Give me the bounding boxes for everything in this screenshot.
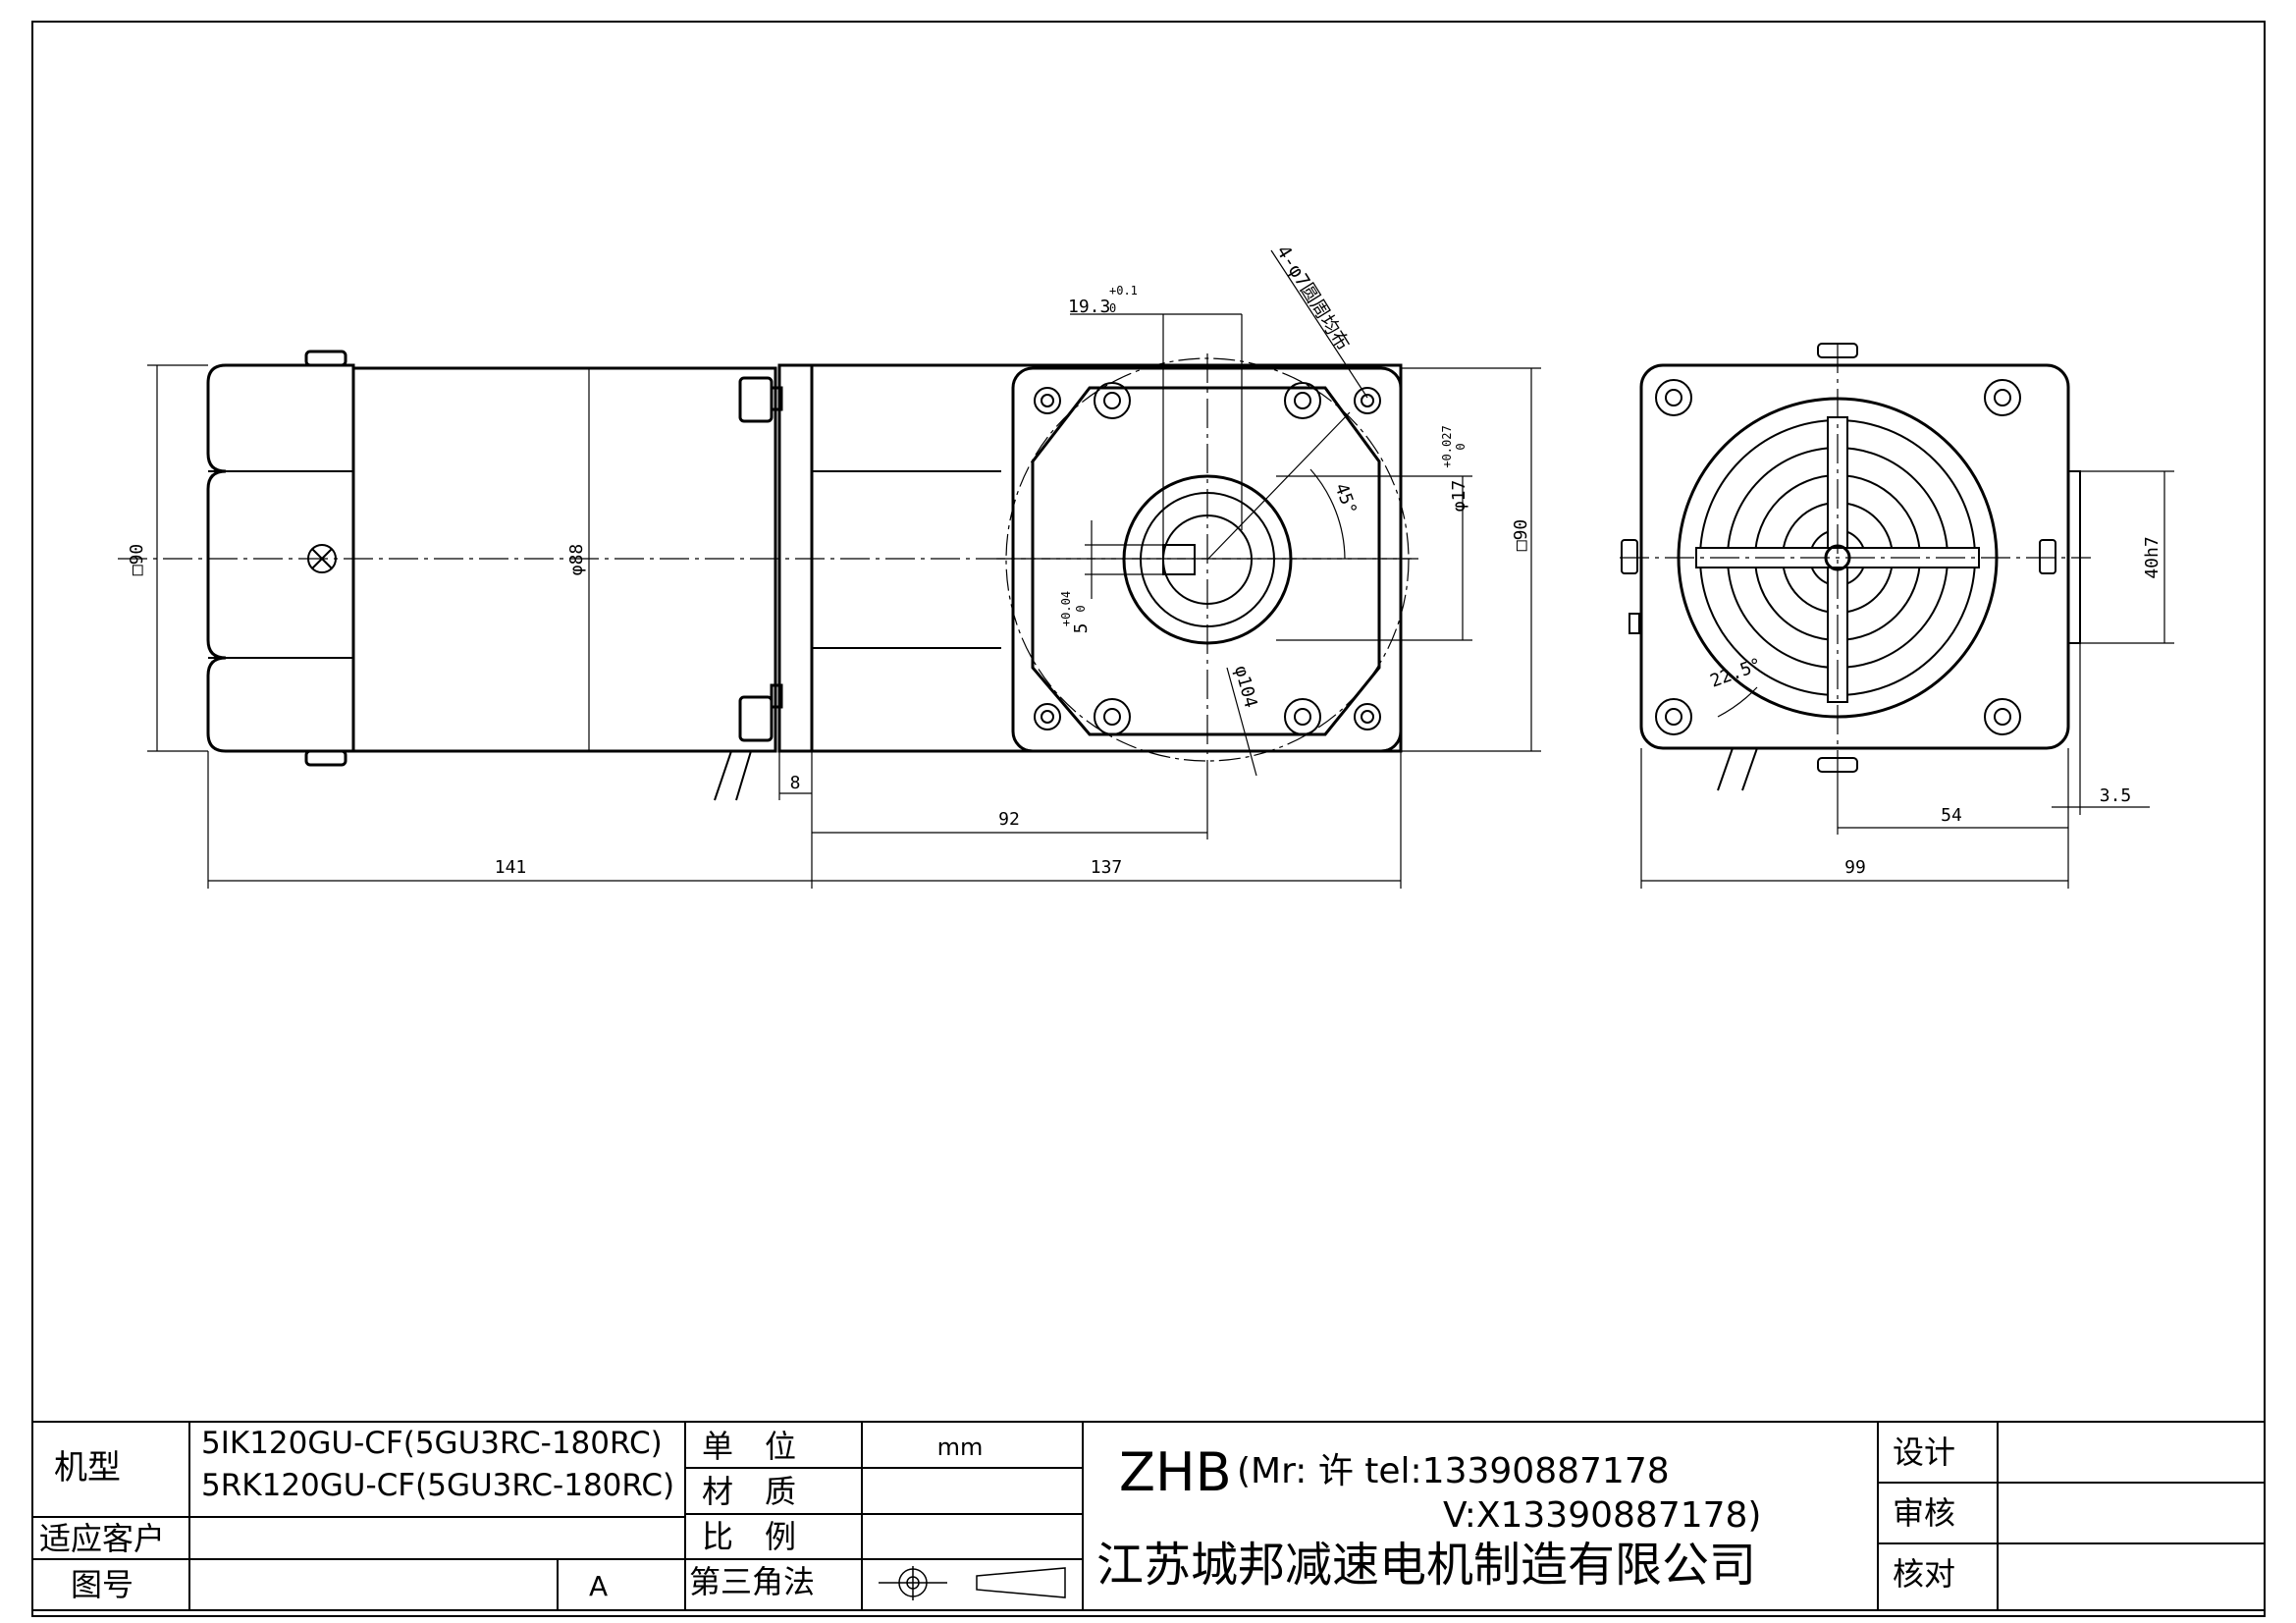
dim-key-tol: +0.04	[1059, 591, 1073, 626]
drawing-no-label: 图号	[71, 1566, 133, 1603]
dimension-lines	[147, 249, 2174, 889]
dim-keyway-tol: +0.1	[1109, 284, 1138, 298]
model-1: 5IK120GU-CF(5GU3RC-180RC)	[201, 1426, 663, 1461]
dim-key-tol2: 0	[1074, 605, 1088, 612]
unit-label: 单 位	[702, 1428, 796, 1465]
design-label: 设计	[1893, 1434, 1955, 1471]
unit-value: mm	[937, 1434, 984, 1461]
check-label: 核对	[1893, 1555, 1955, 1593]
dim-gear-length: 137	[1091, 857, 1123, 878]
revision: A	[589, 1570, 608, 1602]
dim-motor-length: 141	[495, 857, 527, 878]
dim-pcd: φ104	[1230, 664, 1261, 710]
contact-line-2: V:X13390887178)	[1443, 1495, 1761, 1536]
scale-label: 比 例	[702, 1518, 796, 1555]
dim-rear-spigot-len: 3.5	[2100, 785, 2132, 806]
dim-key: 5	[1071, 623, 1092, 634]
dim-shaft-tol: +0.027	[1440, 425, 1454, 467]
dim-rear-spigot: 40h7	[2142, 536, 2163, 578]
projection-label: 第三角法	[689, 1563, 815, 1600]
company-name: 江苏城邦减速电机制造有限公司	[1096, 1538, 1756, 1593]
rear-view	[1620, 343, 2091, 791]
dim-side-height: □90	[127, 544, 147, 576]
company-code: ZHB	[1119, 1441, 1232, 1503]
dim-motor-dia: φ88	[566, 544, 587, 576]
dim-rear-offset: 54	[1941, 805, 1962, 826]
model-2: 5RK120GU-CF(5GU3RC-180RC)	[201, 1468, 674, 1503]
sheet-border	[31, 21, 2266, 1617]
title-block: 机型 5IK120GU-CF(5GU3RC-180RC) 5RK120GU-CF…	[31, 1421, 2266, 1611]
dim-shaft-tol2: 0	[1454, 443, 1468, 450]
dim-keyway-tol2: 0	[1109, 301, 1116, 315]
contact-line-1: (Mr: 许 tel:13390887178	[1237, 1451, 1670, 1491]
third-angle-projection-icon	[879, 1566, 1066, 1600]
side-view	[206, 350, 1403, 801]
review-label: 审核	[1893, 1494, 1955, 1532]
dim-front-height: □90	[1511, 519, 1531, 552]
customer-label: 适应客户	[39, 1520, 165, 1557]
dim-flange: 8	[790, 773, 801, 793]
dim-mount-holes: 4-φ7圆周均布	[1272, 242, 1354, 354]
dim-shaft-offset: 92	[998, 809, 1020, 830]
dim-angle-45: 45°	[1330, 481, 1361, 518]
dim-shaft-dia: φ17	[1449, 480, 1469, 513]
model-label: 机型	[54, 1448, 121, 1488]
front-view	[996, 353, 1418, 766]
dim-keyway: 19.3	[1068, 297, 1110, 317]
dim-rear-width: 99	[1844, 857, 1866, 878]
material-label: 材 质	[702, 1473, 796, 1510]
